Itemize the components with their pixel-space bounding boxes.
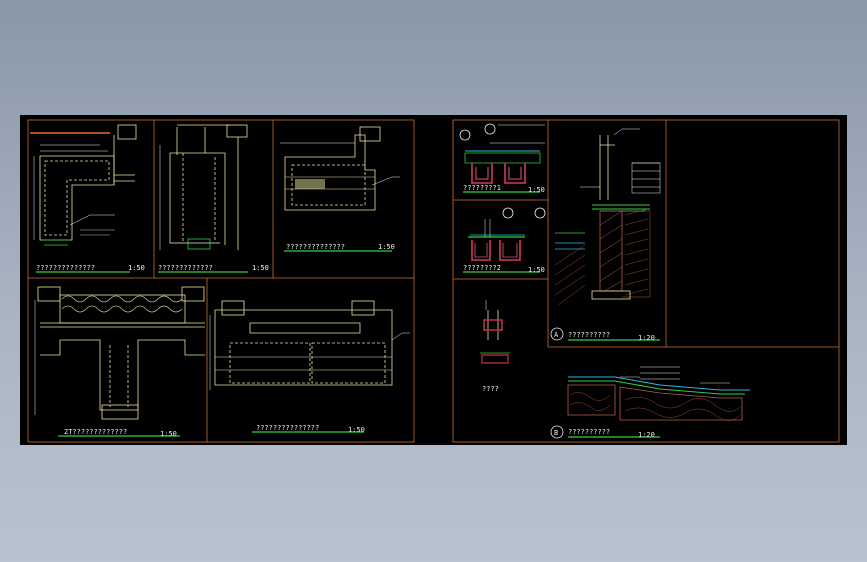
right-panel-1-scale: 1:50 [528,186,545,194]
right-panel-3-title: ???? [482,385,499,393]
section-b-marker: B [554,429,558,437]
detail-small-node [480,300,510,364]
panel-1-title: ?????????????? [36,264,95,272]
drawing-sheets: ?????????????? 1:50 ????????????? 1:50 ?… [27,119,840,443]
section-a-marker: A [554,331,559,339]
panel-4-title: 2T????????????? [64,428,127,436]
detail-channel [280,126,400,211]
panel-3-title: ?????????????? [286,243,345,251]
section-b-title: ?????????? [568,428,610,436]
section-b-marker-circle [550,425,564,439]
detail-section-b [567,366,750,421]
detail-double-channel [209,300,410,390]
panel-4-scale: 1:50 [160,430,177,438]
detail-l-beam [30,124,137,246]
detail-section-1 [459,123,545,184]
cad-viewport[interactable]: ?????????????? 1:50 ????????????? 1:50 ?… [20,115,847,445]
sheet-left-border [27,119,415,443]
section-a-marker-circle [550,327,564,341]
right-panel-1-title: ????????1 [463,184,501,192]
panel-2-title: ????????????? [158,264,213,272]
sheet-right [452,119,840,443]
panel-3-scale: 1:50 [378,243,395,251]
sheet-left [27,119,415,443]
detail-column [159,124,248,250]
panel-5-scale: 1:50 [348,426,365,434]
panel-2-scale: 1:50 [252,264,269,272]
section-a-scale: 1:20 [638,334,655,342]
right-panel-2-scale: 1:50 [528,266,545,274]
sheet-right-labels: ????????1 1:50 ????????2 1:50 ???? A ???… [463,184,655,439]
sheet-left-labels: ?????????????? 1:50 ????????????? 1:50 ?… [36,243,395,438]
panel-1-scale: 1:50 [128,264,145,272]
panel-5-title: ??????????????? [256,424,319,432]
section-b-scale: 1:20 [638,431,655,439]
sheet-right-border [452,119,840,443]
detail-t-beam [34,286,205,420]
section-a-title: ?????????? [568,331,610,339]
detail-section-2 [468,207,546,261]
right-panel-2-title: ????????2 [463,264,501,272]
detail-section-a [554,128,661,306]
